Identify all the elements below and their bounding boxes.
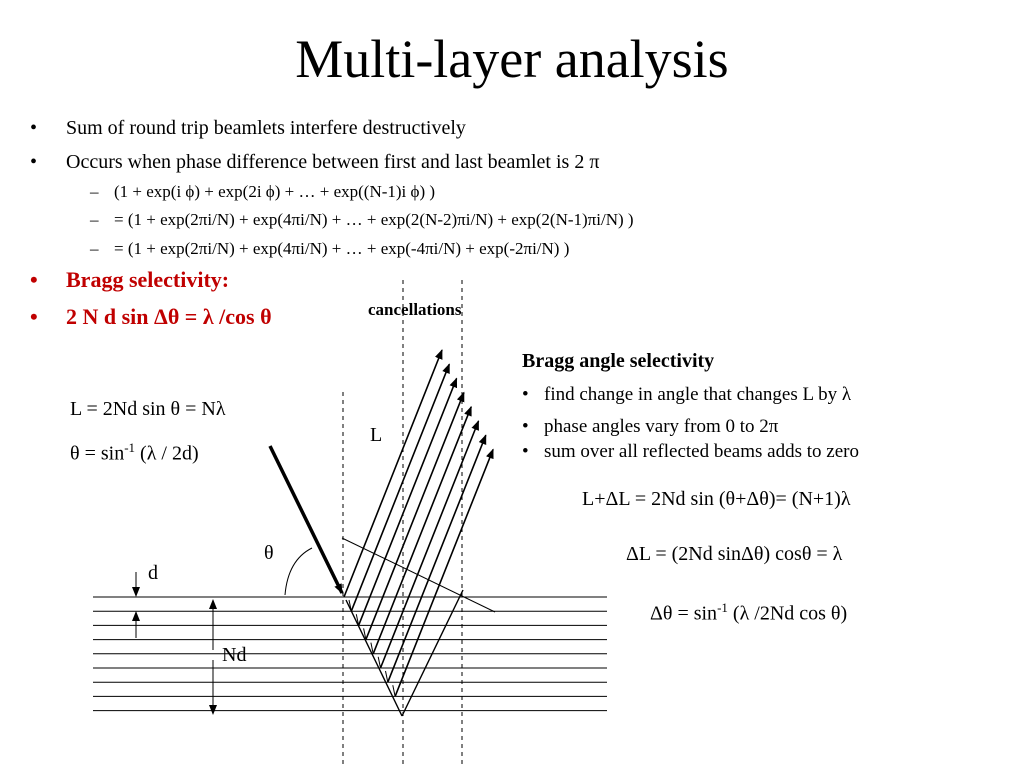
sub-bullet-text: (1 + exp(i ϕ) + exp(2i ϕ) + … + exp((N-1… [114,182,436,201]
bullet-marker: • [30,151,38,173]
sub-bullet-item: – (1 + exp(i ϕ) + exp(2i ϕ) + … + exp((N… [30,182,634,202]
length-label: L [370,424,383,446]
bragg-selectivity-bullet: • Bragg selectivity: [30,267,634,293]
reflected-beam [372,405,472,655]
dash-marker: – [90,238,99,258]
page-title: Multi-layer analysis [295,29,729,89]
internal-path [355,614,360,626]
equation-text: θ = sin [70,442,125,465]
sub-bullet-item: – = (1 + exp(2πi/N) + exp(4πi/N) + … + e… [30,210,634,230]
internal-path [385,670,389,683]
internal-path [370,642,374,654]
reflected-beam [365,391,465,640]
wavefront-line [341,537,496,613]
bragg-angle-equation: θ = sin-1 (λ / 2d) [70,440,199,466]
equation-text: (λ / 2d) [135,442,199,465]
sub-bullet-text: = (1 + exp(2πi/N) + exp(4πi/N) + … + exp… [114,210,634,230]
bullet-text: Occurs when phase difference between fir… [66,151,600,173]
bullet-marker: • [30,303,38,329]
transmitted-path [345,599,403,717]
sidebar-item: • sum over all reflected beams adds to z… [522,439,859,465]
reflected-beam [379,420,480,669]
bullet-list: • Sum of round trip beamlets interfere d… [30,116,634,330]
reflected-beam [394,448,494,697]
reflected-beam [357,377,458,626]
sidebar-equation-2: ΔL = (2Nd sinΔθ) cosθ = λ [626,543,843,565]
sidebar-item: • find change in angle that changes L by… [522,382,859,408]
angle-label: θ [264,542,274,564]
sidebar-list: • find change in angle that changes L by… [522,382,859,465]
equation-exponent: -1 [124,440,136,455]
incident-beam [268,445,344,594]
sidebar-item: • phase angles vary from 0 to 2π [522,414,859,440]
internal-path [392,685,396,697]
bullet-text: Bragg selectivity: [66,267,230,293]
sidebar-item-text: sum over all reflected beams adds to zer… [544,441,859,463]
bullet-marker: • [522,441,529,463]
equation-exponent: -1 [717,600,728,615]
reflected-beams [343,349,494,717]
sub-bullet-item: – = (1 + exp(2πi/N) + exp(4πi/N) + … + e… [30,239,634,259]
bragg-formula-bullet: • 2 N d sin Δθ = λ /cos θ [30,304,634,330]
nd-label: Nd [222,644,247,666]
layer-lines [93,596,607,712]
equation-text: Δθ = sin [650,602,718,625]
bullet-marker: • [30,117,38,139]
dash-marker: – [90,182,99,201]
bullet-marker: • [30,267,38,293]
dash-marker: – [90,210,99,230]
bullet-text: Sum of round trip beamlets interfere des… [66,117,466,139]
bullet-item: • Sum of round trip beamlets interfere d… [30,116,634,140]
bullet-marker: • [522,384,529,405]
bullet-text: 2 N d sin Δθ = λ /cos θ [66,303,272,329]
reflected-beam [387,434,487,683]
bullet-marker: • [522,415,529,437]
path-length-equation: L = 2Nd sin θ = Nλ [70,398,226,420]
sidebar-equation-3: Δθ = sin-1 (λ /2Nd cos θ) [650,600,847,626]
sidebar-item-text: find change in angle that changes L by λ [544,384,852,405]
sidebar-equation-1: L+ΔL = 2Nd sin (θ+Δθ)= (N+1)λ [582,488,851,510]
reflected-beam [350,363,451,612]
bullet-item: • Occurs when phase difference between f… [30,150,634,174]
dashed-guides [342,280,463,768]
sidebar-item-text: phase angles vary from 0 to 2π [544,415,779,437]
sub-bullet-text: = (1 + exp(2πi/N) + exp(4πi/N) + … + exp… [114,238,570,258]
return-path [401,589,464,717]
equation-text: (λ /2Nd cos θ) [727,602,848,625]
internal-path [363,628,367,640]
internal-path [377,656,381,669]
angle-arc [284,547,313,596]
d-label: d [148,562,158,584]
sidebar-title: Bragg angle selectivity [522,350,715,372]
reflected-beam [343,349,443,598]
cancellations-label: cancellations [368,300,462,319]
